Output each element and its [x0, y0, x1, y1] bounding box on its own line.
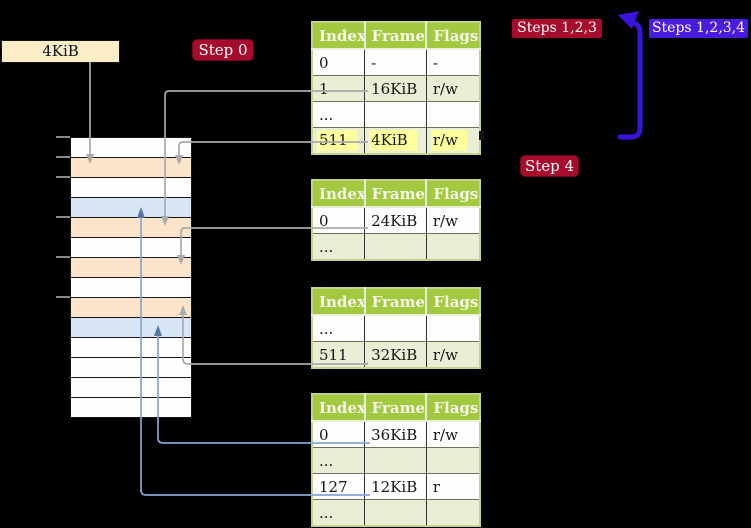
- header-flags: Flags: [425, 394, 480, 422]
- table-row: ...: [312, 101, 480, 128]
- memory-row: [71, 198, 191, 218]
- cell-index: 0: [312, 420, 365, 448]
- cell-index: 0: [312, 206, 365, 234]
- memory-row: [71, 258, 191, 278]
- table-row: ...: [312, 499, 480, 526]
- cell-frame: -: [364, 48, 427, 76]
- cell-frame: [364, 447, 427, 474]
- step0-badge: Step 0: [192, 39, 254, 61]
- address-tick: [56, 136, 70, 138]
- cell-flags: [425, 499, 480, 526]
- table-row-highlighted: 511 4KiB r/w: [312, 127, 480, 154]
- header-frame: Frame: [363, 394, 427, 422]
- memory-row: [71, 138, 191, 158]
- page-table-2: Index Frame Flags 0 24KiB r/w ...: [311, 179, 481, 261]
- cell-index: 127: [312, 473, 365, 500]
- table-header-row: Index Frame Flags: [312, 180, 480, 208]
- cell-frame: 4KiB: [364, 127, 427, 154]
- header-frame: Frame: [363, 180, 427, 208]
- cell-frame: 32KiB: [364, 341, 427, 368]
- highlight: 511: [317, 130, 357, 151]
- cell-frame: 16KiB: [364, 75, 427, 102]
- memory-row: [71, 358, 191, 378]
- memory-row: [71, 318, 191, 338]
- table-header-row: Index Frame Flags: [312, 288, 480, 316]
- table-row: 0 24KiB r/w: [312, 206, 480, 234]
- address-tick: [56, 256, 70, 258]
- cell-frame: 24KiB: [364, 206, 427, 234]
- memory-row: [71, 278, 191, 298]
- cell-flags: [425, 233, 480, 260]
- physical-memory-stack: [70, 137, 192, 418]
- page-table-3: Index Frame Flags ... 511 32KiB r/w: [311, 287, 481, 369]
- cell-frame: [364, 233, 427, 260]
- table-row: 511 32KiB r/w: [312, 341, 480, 368]
- memory-row: [71, 218, 191, 238]
- memory-row: [71, 158, 191, 178]
- steps-123-badge: Steps 1,2,3: [512, 19, 602, 38]
- highlight: 4KiB: [369, 130, 417, 151]
- cell-index: ...: [312, 233, 365, 260]
- cell-index: ...: [312, 499, 365, 526]
- memory-row: [71, 238, 191, 258]
- cell-flags: -: [425, 48, 480, 76]
- cell-flags: r/w: [425, 75, 480, 102]
- cell-frame: [364, 101, 427, 128]
- address-tick: [56, 216, 70, 218]
- cell-index: ...: [312, 314, 365, 342]
- memory-row: [71, 378, 191, 398]
- cell-frame: [364, 314, 427, 342]
- memory-row: [71, 298, 191, 318]
- header-frame: Frame: [363, 288, 427, 316]
- cell-index: 1: [312, 75, 365, 102]
- register-value-box: 4KiB: [1, 40, 120, 63]
- address-tick: [56, 176, 70, 178]
- cell-frame: 36KiB: [364, 420, 427, 448]
- header-index: Index: [312, 22, 366, 50]
- cell-index: ...: [312, 447, 365, 474]
- cell-index: 511: [312, 127, 365, 154]
- header-index: Index: [312, 394, 366, 422]
- page-table-4: Index Frame Flags 0 36KiB r/w ... 127 12…: [311, 393, 481, 527]
- table-header-row: Index Frame Flags: [312, 22, 480, 50]
- cell-flags: r/w: [425, 341, 480, 368]
- header-flags: Flags: [425, 288, 480, 316]
- highlight: r/w: [430, 130, 467, 151]
- table-row: ...: [312, 233, 480, 260]
- memory-row: [71, 398, 191, 417]
- table-header-row: Index Frame Flags: [312, 394, 480, 422]
- table-row: ...: [312, 314, 480, 342]
- cell-flags: [425, 447, 480, 474]
- table-row: 127 12KiB r: [312, 473, 480, 500]
- cell-flags: [425, 101, 480, 128]
- cell-index: 511: [312, 341, 365, 368]
- table-row: 0 - -: [312, 48, 480, 76]
- address-tick: [56, 296, 70, 298]
- cell-flags: r/w: [425, 206, 480, 234]
- table-row: ...: [312, 447, 480, 474]
- header-index: Index: [312, 180, 366, 208]
- memory-row: [71, 178, 191, 198]
- memory-row: [71, 338, 191, 358]
- step4-badge: Step 4: [520, 155, 579, 177]
- header-frame: Frame: [363, 22, 427, 50]
- cell-flags: r: [425, 473, 480, 500]
- table-row: 1 16KiB r/w: [312, 75, 480, 102]
- page-table-1: Index Frame Flags 0 - - 1 16KiB r/w ... …: [311, 21, 481, 155]
- steps-1234-badge: Steps 1,2,3,4: [649, 19, 748, 38]
- table-row: 0 36KiB r/w: [312, 420, 480, 448]
- cell-index: 0: [312, 48, 365, 76]
- header-flags: Flags: [425, 180, 480, 208]
- address-tick: [56, 156, 70, 158]
- cell-index: ...: [312, 101, 365, 128]
- recursive-loop-arrow: [617, 11, 643, 140]
- cell-flags: r/w: [425, 127, 480, 154]
- header-index: Index: [312, 288, 366, 316]
- cell-frame: 12KiB: [364, 473, 427, 500]
- cell-frame: [364, 499, 427, 526]
- header-flags: Flags: [425, 22, 480, 50]
- cell-flags: [425, 314, 480, 342]
- cell-flags: r/w: [425, 420, 480, 448]
